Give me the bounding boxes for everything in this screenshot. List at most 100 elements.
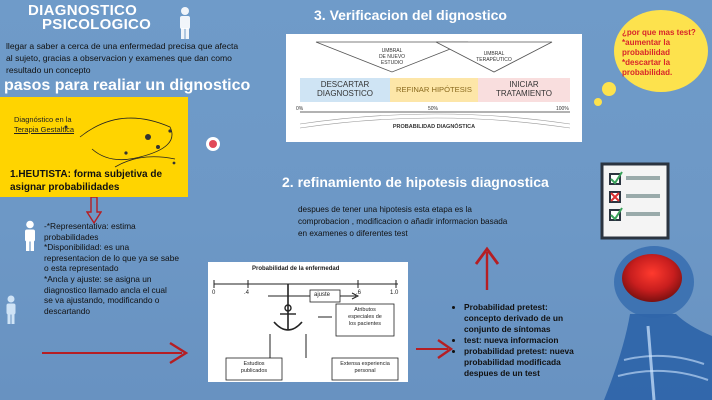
question-bubble bbox=[614, 10, 708, 92]
bullet-list: Probabilidad pretest: concepto derivado … bbox=[452, 302, 622, 379]
box-line: especiales de bbox=[348, 314, 382, 320]
bias-line: se va ajustando, modificando o bbox=[44, 295, 160, 306]
box-line: TRATAMIENTO bbox=[496, 89, 552, 98]
anchor-tick: 1.0 bbox=[390, 290, 399, 296]
bullet-item: probabilidad pretest: nueva probabilidad… bbox=[464, 346, 622, 379]
axis-label: PROBABILIDAD DIAGNÓSTICA bbox=[392, 124, 476, 130]
bullet-lead: probabilidad pretest: nueva bbox=[464, 346, 574, 356]
steps-heading: pasos para realiar un dignostico bbox=[4, 77, 251, 94]
intro-line: al sujeto, gracias a observacion y exame… bbox=[6, 53, 232, 63]
box-line: INICIAR bbox=[509, 80, 539, 89]
threshold-right: UMBRAL TERAPÉUTICO bbox=[468, 51, 520, 63]
bias-line: descartando bbox=[44, 305, 91, 316]
question-line: probabilidad bbox=[622, 48, 670, 57]
question-line: *descartar la bbox=[622, 58, 671, 67]
refinement-line: comprobacion , modificacion o añadir inf… bbox=[298, 217, 508, 226]
gestalt-caption: Diagnóstico en la Terapia Gestaltica bbox=[14, 115, 74, 135]
box-line: los pacientes bbox=[348, 321, 382, 327]
threshold-line: TERAPÉUTICO bbox=[476, 57, 512, 63]
box-line: DESCARTAR bbox=[320, 80, 370, 89]
bias-line: *Ancla y ajuste: se asigna un bbox=[44, 273, 152, 284]
box-line: publicados bbox=[240, 368, 268, 374]
bullet-item: test: nueva informacion bbox=[464, 335, 622, 346]
title-line: PSICOLOGICO bbox=[42, 16, 152, 33]
bullet-line: concepto derivado de un bbox=[464, 313, 564, 323]
box-refine: REFINAR HIPÓTESIS bbox=[396, 85, 472, 94]
tick-100: 100% bbox=[556, 106, 569, 112]
threshold-line: UMBRAL bbox=[381, 48, 403, 54]
caption-line: Diagnóstico en la bbox=[14, 115, 72, 124]
threshold-line: UMBRAL bbox=[483, 51, 505, 57]
bias-line: -*Representativa: estima bbox=[44, 221, 136, 231]
question-text: ¿por que mas test? *aumentar la probabil… bbox=[622, 28, 706, 78]
box-line: Extensa experiencia bbox=[340, 361, 390, 367]
gestalt-card: Diagnóstico en la Terapia Gestaltica 1.H… bbox=[0, 97, 188, 197]
caption-line: Terapia Gestaltica bbox=[14, 125, 75, 134]
person-icon bbox=[180, 7, 190, 39]
intro-line: llegar a saber a cerca de una enfermedad… bbox=[6, 41, 239, 51]
bullet-item: Probabilidad pretest: concepto derivado … bbox=[464, 302, 622, 335]
record-icon[interactable] bbox=[205, 136, 221, 152]
section3-title: 3. Verificacion del dignostico bbox=[314, 7, 507, 23]
threshold-line: DE NUEVO bbox=[378, 54, 406, 60]
published-studies-box: Estudios publicados bbox=[226, 361, 282, 375]
anchor-tick: 0 bbox=[212, 290, 216, 296]
bullet-line: despues de un test bbox=[464, 368, 540, 378]
box-line: personal bbox=[354, 368, 376, 374]
right-arrow bbox=[42, 341, 189, 365]
box-line: Atributos bbox=[354, 307, 376, 313]
box-discard: DESCARTAR DIAGNOSTICO bbox=[300, 80, 390, 98]
anchor-diagram bbox=[213, 280, 399, 381]
experience-box: Extensa experiencia personal bbox=[332, 361, 398, 375]
bullet-line: conjunto de síntomas bbox=[464, 324, 551, 334]
refinement-line: despues de tener una hipotesis esta etap… bbox=[298, 205, 472, 214]
box-line: Estudios bbox=[243, 361, 265, 367]
bullet-lead: test: nueva informacion bbox=[464, 335, 559, 345]
tick-50: 50% bbox=[428, 106, 439, 112]
section2-title: 2. refinamiento de hipotesis diagnostica bbox=[282, 174, 549, 190]
title-line: DIAGNOSTICO bbox=[28, 2, 138, 19]
up-arrow bbox=[474, 246, 500, 290]
question-line: probabilidad. bbox=[622, 68, 673, 77]
question-line: ¿por que mas test? bbox=[622, 28, 696, 37]
bias-list: -*Representativa: estima probabilidades … bbox=[44, 221, 216, 316]
bias-line: diagnostico llamado ancla el cual bbox=[44, 284, 167, 295]
question-line: *aumentar la bbox=[622, 38, 671, 47]
bullet-lead: Probabilidad pretest: bbox=[464, 302, 548, 312]
bias-line: o esta representado bbox=[44, 263, 119, 274]
right-arrow bbox=[416, 339, 454, 359]
adjust-label: ajuste bbox=[314, 292, 331, 298]
intro-text: llegar a saber a cerca de una enfermedad… bbox=[6, 40, 286, 76]
thought-dot bbox=[594, 98, 602, 106]
bias-line: representacion de lo que ya se sabe bbox=[44, 252, 180, 263]
step1-line: asignar probabilidades bbox=[10, 182, 120, 193]
verification-diagram bbox=[299, 41, 571, 129]
anchor-tick: .4 bbox=[244, 290, 250, 296]
threshold-left: UMBRAL DE NUEVO ESTUDIO bbox=[368, 48, 416, 66]
bias-line: probabilidades bbox=[44, 231, 99, 242]
refinement-text: despues de tener una hipotesis esta etap… bbox=[298, 204, 538, 240]
threshold-line: ESTUDIO bbox=[380, 60, 404, 66]
patient-attributes-box: Atributos especiales de los pacientes bbox=[336, 307, 394, 328]
box-line: DIAGNOSTICO bbox=[316, 89, 373, 98]
intro-line: resultado un concepto bbox=[6, 65, 91, 75]
brain-xray-icon bbox=[604, 246, 712, 400]
thought-dot bbox=[602, 82, 616, 96]
gestalt-doodle bbox=[64, 117, 176, 168]
verification-figure: UMBRAL DE NUEVO ESTUDIO UMBRAL TERAPÉUTI… bbox=[286, 34, 582, 142]
box-treatment: INICIAR TRATAMIENTO bbox=[478, 80, 570, 98]
tick-0: 0% bbox=[296, 106, 304, 112]
anchor-tick: .6 bbox=[356, 290, 362, 296]
main-title: DIAGNOSTICO PSICOLOGICO bbox=[28, 2, 188, 33]
person-icon bbox=[25, 220, 35, 251]
step1-heuristic: 1.HEUTISTA: forma subjetiva de asignar p… bbox=[10, 168, 188, 194]
anchor-figure: Probabilidad de la enfermedad 0 .4 .6 1.… bbox=[208, 262, 408, 382]
checklist-icon bbox=[600, 162, 670, 240]
anchor-title: Probabilidad de la enfermedad bbox=[252, 266, 340, 272]
step1-line: 1.HEUTISTA: forma subjetiva de bbox=[10, 169, 163, 180]
person-icon bbox=[6, 295, 16, 324]
refinement-line: en examenes o diferentes test bbox=[298, 229, 408, 238]
bias-line: *Disponibilidad: es una bbox=[44, 242, 130, 253]
down-arrow bbox=[86, 197, 102, 225]
